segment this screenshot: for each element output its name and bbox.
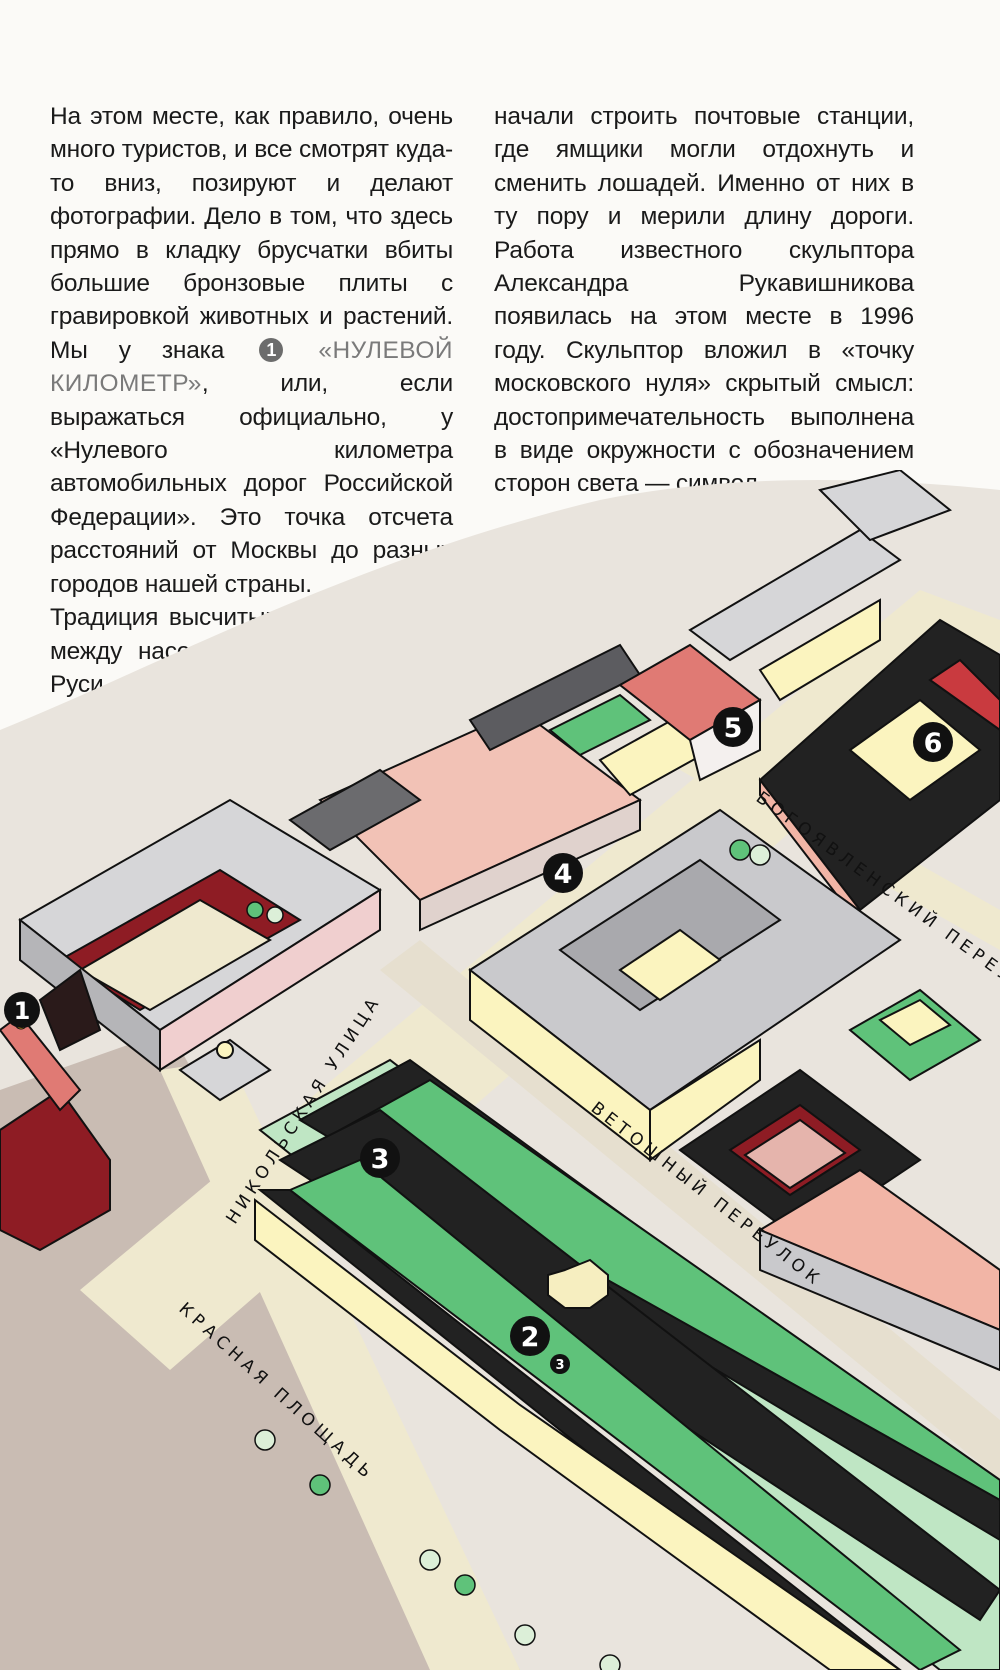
place-name-reference: «НУЛЕВОЙ КИЛОМЕТР» xyxy=(50,336,453,398)
middle-block-buildings xyxy=(468,808,1000,1372)
map-marker-4[interactable]: 4 xyxy=(543,853,583,893)
marker-label: 6 xyxy=(924,728,943,759)
gum-building xyxy=(254,1058,1000,1670)
paragraph-zero-km: На этом месте, как правило, очень много … xyxy=(50,100,453,601)
map-marker-2-sub[interactable]: 3 xyxy=(550,1354,570,1374)
red-square-path xyxy=(160,1060,520,1670)
map-marker-1[interactable]: 1 xyxy=(4,992,40,1028)
trees xyxy=(246,839,771,1670)
marker-label: 3 xyxy=(371,1144,390,1175)
vetoshny-lane xyxy=(380,940,1000,1480)
map-marker-2[interactable]: 2 xyxy=(510,1316,550,1356)
place-number-badge: 1 xyxy=(259,337,284,362)
north-block-buildings xyxy=(18,470,952,1073)
map-marker-5[interactable]: 5 xyxy=(713,707,753,747)
marker-label: 1 xyxy=(14,997,31,1025)
marker-label: 3 xyxy=(555,1358,564,1373)
kazan-cathedral xyxy=(178,1038,272,1102)
marker-label: 2 xyxy=(521,1322,540,1353)
paragraph-text: На этом месте, как правило, очень много … xyxy=(50,103,453,364)
gum-rotunda xyxy=(547,1258,609,1309)
historical-museum xyxy=(0,968,111,1252)
map-marker-3[interactable]: 3 xyxy=(360,1138,400,1178)
paragraph-text: , или, если выражаться официально, у «Ну… xyxy=(50,370,453,598)
marker-label: 4 xyxy=(554,859,573,890)
paragraph-post-stations: начали строить почтовые станции, где ямщ… xyxy=(494,103,914,498)
map-marker-6[interactable]: 6 xyxy=(913,722,953,762)
illustrated-map: НИКОЛЬСКАЯ УЛИЦА ВЕТОШНЫЙ ПЕРЕУЛОК БОГОЯ… xyxy=(0,470,1000,1670)
marker-label: 5 xyxy=(724,713,743,744)
text-column-right: начали строить почтовые станции, где ямщ… xyxy=(494,100,914,501)
